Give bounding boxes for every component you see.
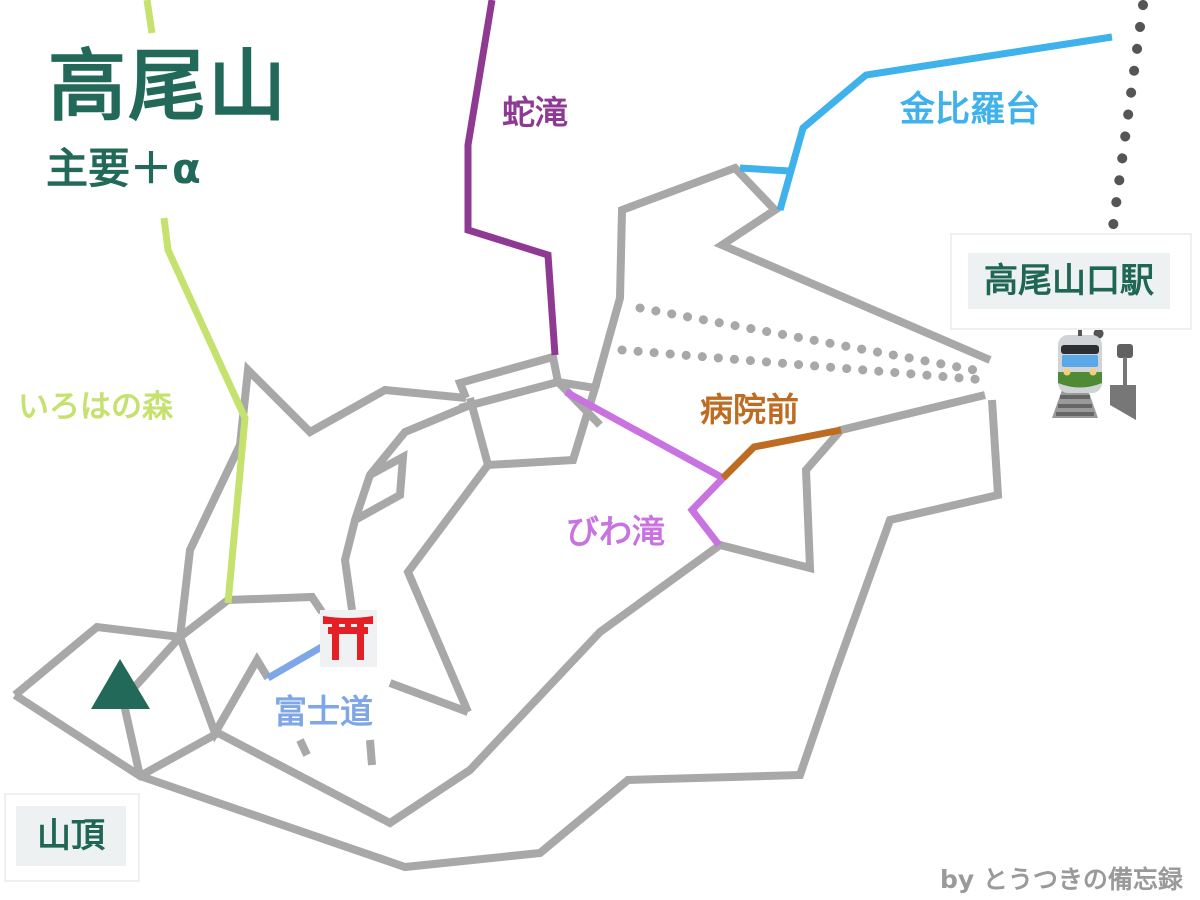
trail-label-byoinmae: 病院前 <box>700 390 799 429</box>
credit-text: by とうつきの備忘録 <box>940 865 1183 894</box>
summit-label: 山頂 <box>16 806 126 866</box>
trail-iroha <box>160 217 249 604</box>
trail-label-biwataki: びわ滝 <box>566 512 665 551</box>
dotted-connectors <box>617 303 990 385</box>
train-station-icon <box>1052 330 1136 420</box>
trail-byoinmae <box>720 426 842 481</box>
trail-label-fujimichi: 富士道 <box>272 692 375 731</box>
page-subtitle: 主要＋α <box>46 144 201 193</box>
trail-label-kompira: 金比羅台 <box>900 90 1041 130</box>
page-title: 高尾山 <box>48 42 289 132</box>
trail-biwataki <box>564 388 729 548</box>
trail-kompira <box>776 33 1113 211</box>
trail-hebitaki <box>464 0 559 356</box>
torii-gate-icon <box>320 610 377 667</box>
trail-fujimichi <box>266 641 327 682</box>
trail-kompira <box>739 164 791 175</box>
main-trail-network <box>12 163 1003 872</box>
trail-iroha <box>143 0 156 34</box>
trail-label-iroha: いろはの森 <box>18 389 173 425</box>
trail-label-hebitaki: 蛇滝 <box>502 93 568 132</box>
mountain-summit-icon <box>91 659 150 709</box>
station-label: 高尾山口駅 <box>968 253 1170 309</box>
